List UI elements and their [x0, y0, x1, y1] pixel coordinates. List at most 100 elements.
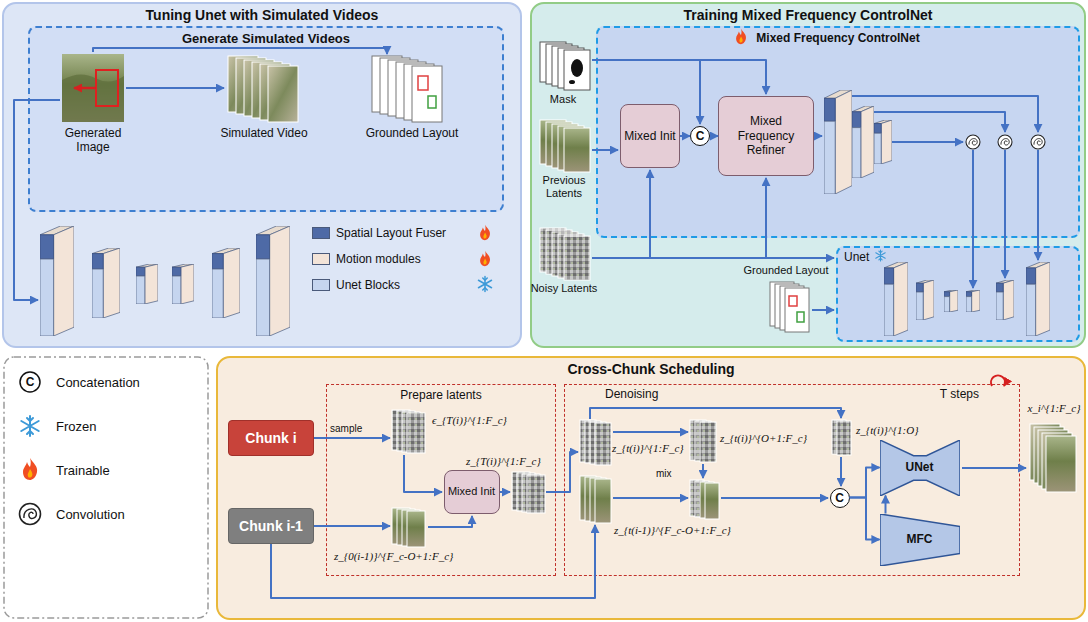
- title-row: Tuning Unet with Simulated Videos: [4, 4, 520, 24]
- latent-frames: [700, 422, 716, 462]
- flow-lines: [702, 464, 704, 478]
- frozen-unet-blocks: [916, 280, 934, 320]
- flow-lines: [592, 257, 834, 259]
- node-text: Mixed Init: [445, 485, 498, 498]
- legend-item: Spatial Layout Fuser: [312, 226, 446, 240]
- flow-lines: [546, 452, 578, 492]
- legend-swatch: [312, 279, 330, 291]
- legend-icons: [876, 250, 885, 261]
- caption: Noisy Latents: [528, 282, 600, 295]
- concat-circle: C: [830, 488, 850, 508]
- legend-text: Convolution: [56, 507, 125, 523]
- flow-lines: [14, 100, 60, 300]
- flow-lines: [765, 178, 767, 258]
- flow-lines: [962, 467, 1026, 469]
- group-title: Denoising: [605, 387, 658, 401]
- caption: mix: [656, 468, 686, 480]
- label-holder: mix: [656, 468, 686, 480]
- legend-panel: [20, 372, 40, 392]
- flow-lines: [404, 455, 442, 492]
- generated-image: [96, 70, 118, 106]
- group-title: Unet: [844, 250, 869, 264]
- label-holder: Previous Latents: [528, 174, 600, 200]
- flow-lines: [649, 170, 651, 258]
- legend-text: Trainable: [56, 463, 110, 479]
- legend-panel: [4, 357, 208, 618]
- flow-lines: [613, 497, 688, 499]
- title-row: Prepare latents: [327, 385, 555, 402]
- group-title: Generate Simulated Videos: [182, 31, 350, 47]
- flow-lines: [1004, 150, 1006, 278]
- simulated-video: [228, 56, 298, 122]
- caption: Previous Latents: [528, 174, 600, 200]
- unet-blocks: [40, 226, 290, 336]
- label-holder: Noisy Latents: [528, 282, 600, 295]
- label-holder: z_{T(i)}^{1:F_c}: [466, 455, 554, 468]
- flow-lines: [840, 457, 842, 486]
- flow-lines: [814, 135, 822, 137]
- panel: Cross-Chunk SchedulingChunk iChunk i-1Pr…: [216, 356, 1086, 620]
- generated-image: [62, 54, 124, 122]
- label-holder: z_{t(i-1)}^{F_c-O+1:F_c}: [614, 524, 754, 537]
- legend-icons: [736, 29, 746, 44]
- legend-item: Concatenation: [56, 375, 140, 391]
- math-label: z_{t(i)}^{1:F_c}: [612, 442, 690, 455]
- flow-lines: [592, 149, 618, 151]
- legend-item: Frozen: [56, 419, 96, 435]
- chunk-box: Chunk i: [228, 420, 314, 456]
- latent-frames: [392, 410, 1076, 547]
- group-title: Mixed Frequency ControlNet: [756, 31, 919, 45]
- grounded-layout: [797, 312, 804, 322]
- node-text: Mixed Frequency Refiner: [719, 114, 813, 157]
- node-text: C: [835, 492, 844, 504]
- flow-lines: [812, 309, 834, 311]
- frozen-unet-blocks: [884, 262, 908, 336]
- frozen-unet-blocks: [944, 290, 958, 312]
- caption: sample: [330, 423, 376, 435]
- label-holder: Generated Image: [52, 126, 134, 155]
- controlnet-blocks: [874, 120, 892, 164]
- flow-lines: [500, 491, 510, 493]
- loop-icon: [991, 375, 1005, 386]
- legend-panel: [21, 416, 38, 436]
- controlnet-blocks: [852, 106, 874, 178]
- shape-fill: [880, 440, 960, 496]
- symbol-letter: C: [20, 375, 40, 389]
- unet-symbol: UNet: [880, 440, 960, 496]
- caption: Simulated Video: [218, 126, 310, 140]
- concat-circle: C: [690, 126, 710, 146]
- frozen-unet-blocks: [1026, 262, 1050, 336]
- grounded-layout: [372, 56, 442, 122]
- label-holder: x_i^{1:F_c}: [1022, 402, 1086, 415]
- label-holder: z_{t(i)}^{1:F_c}: [612, 442, 690, 455]
- grounded-layout: [770, 282, 809, 332]
- node-text: Chunk i: [242, 430, 299, 447]
- controlnet-blocks: [998, 135, 1012, 149]
- title-row: Unet: [838, 248, 1078, 264]
- frozen-unet-blocks: [996, 280, 1014, 320]
- flow-lines: [126, 87, 224, 89]
- shape-fill: [880, 514, 960, 566]
- grounded-layout: [428, 96, 436, 108]
- legend-swatch: [312, 227, 330, 239]
- legend-item: Unet Blocks: [312, 278, 400, 292]
- legend-swatch: [312, 253, 330, 265]
- math-label: ϵ_{T(i)}^{1:F_c}: [432, 414, 522, 427]
- connector: [850, 468, 880, 498]
- node-text: Mixed Init: [621, 129, 678, 143]
- label-holder: z_{0(i-1)}^{F_c-O+1:F_c}: [334, 550, 484, 563]
- mask-frames: [571, 59, 583, 77]
- controlnet-blocks: [824, 90, 1045, 194]
- flow-lines: [314, 525, 390, 527]
- flow-lines: [93, 48, 387, 54]
- simulated-video: [268, 66, 298, 122]
- frozen-unet-blocks: [884, 262, 1050, 336]
- latent-frames: [837, 421, 851, 455]
- label-holder: Mask: [532, 93, 594, 106]
- grounded-layout: [785, 288, 809, 332]
- legend-item: Convolution: [56, 507, 125, 523]
- mask-frames: [540, 42, 590, 90]
- label-holder: sample: [330, 423, 376, 435]
